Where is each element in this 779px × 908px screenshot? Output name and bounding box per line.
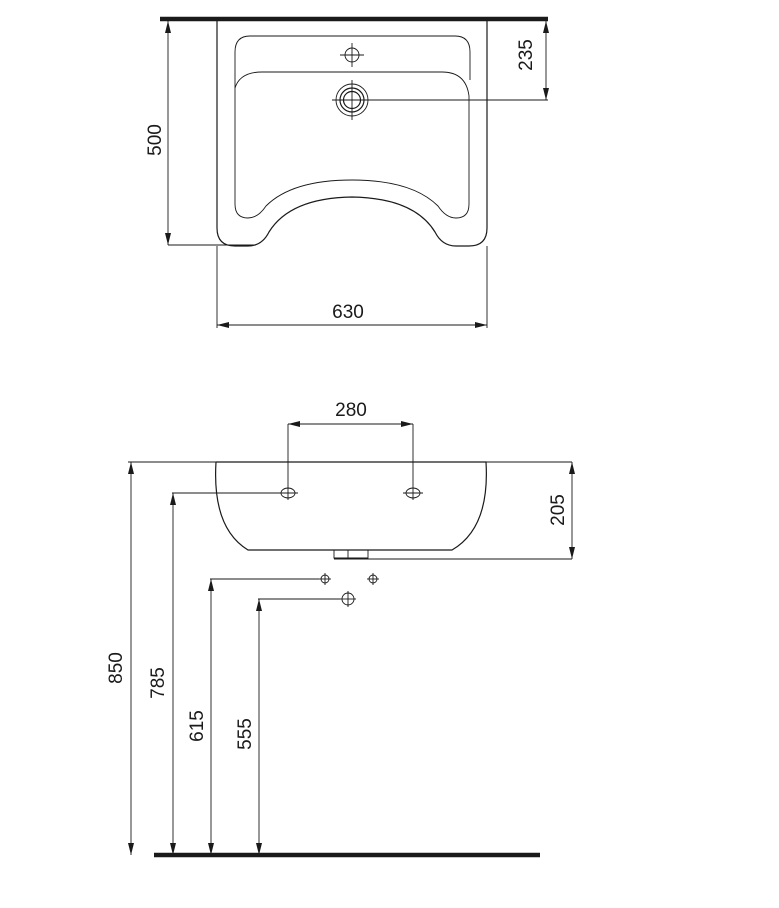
rim-height-label: 850 bbox=[106, 652, 127, 684]
waste-height-label: 555 bbox=[235, 718, 256, 750]
width-label: 630 bbox=[332, 302, 364, 323]
front-view: 280 205 850 785 615 bbox=[106, 400, 575, 858]
depth-label: 500 bbox=[145, 124, 166, 156]
basin-rim-inner bbox=[234, 35, 471, 88]
basin-bowl-inner bbox=[234, 71, 470, 219]
supply-point-right bbox=[367, 573, 379, 585]
waste-hole-top bbox=[332, 80, 548, 120]
waste-point bbox=[340, 591, 356, 607]
fixing-height-label: 785 bbox=[148, 667, 169, 699]
fixing-hole-left bbox=[278, 424, 298, 500]
tap-offset-label: 235 bbox=[516, 39, 537, 71]
basin-outline-top bbox=[216, 21, 488, 247]
tap-hole bbox=[340, 43, 364, 67]
basin-outline-front bbox=[215, 461, 487, 551]
supply-height-label: 615 bbox=[187, 710, 208, 742]
basin-height-label: 205 bbox=[548, 494, 569, 526]
supply-point-left bbox=[319, 573, 331, 585]
fixing-hole-right bbox=[403, 424, 423, 500]
fixing-spacing-label: 280 bbox=[335, 400, 367, 421]
waste-outlet bbox=[333, 550, 369, 559]
top-view: 500 235 630 bbox=[145, 16, 549, 328]
